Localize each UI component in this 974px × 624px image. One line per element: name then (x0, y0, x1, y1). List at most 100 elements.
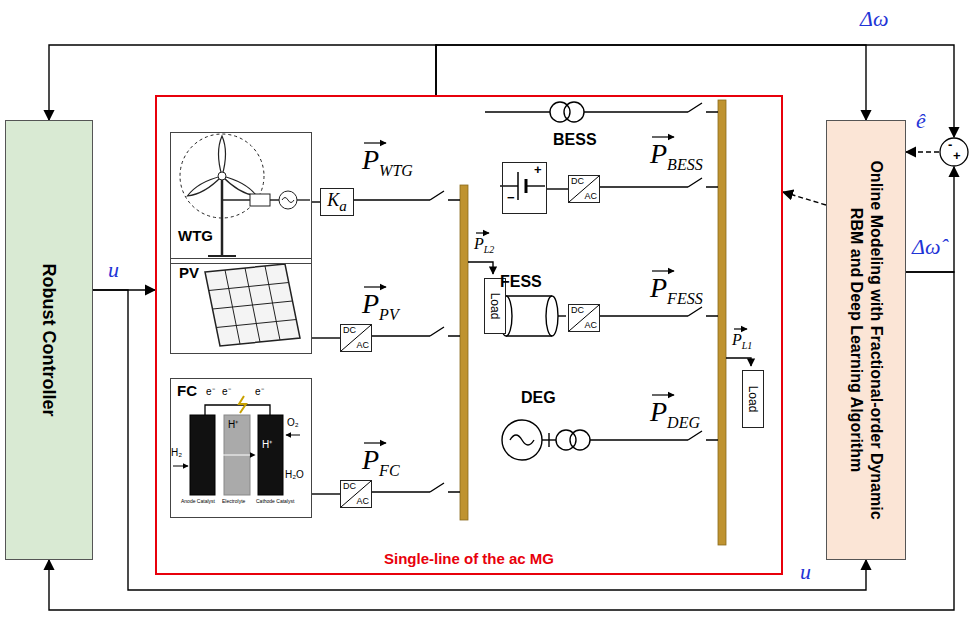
drawing-part (190, 415, 215, 495)
drawing-part (205, 264, 300, 346)
rotated-text-holder: Online Modeling with Fractional-order Dy… (846, 148, 886, 533)
fuel-cell-label: e⁻ (206, 387, 215, 397)
drawing-part (239, 396, 246, 413)
converter-diagonal (569, 176, 599, 202)
drawing-part (208, 255, 236, 257)
node-label: Load (746, 373, 760, 425)
node-label: Robust Controller (38, 140, 61, 540)
node-label: AC (356, 341, 369, 350)
node-label: DC (343, 326, 356, 335)
signal-connector (312, 201, 320, 202)
node-label: + (953, 149, 961, 163)
drawing-part (510, 435, 534, 445)
drawing-part (526, 185, 545, 186)
power-flow-label: PWTG (362, 146, 413, 179)
node-label: AC (356, 497, 369, 506)
signal-connector (906, 167, 954, 272)
drawing-part (502, 420, 542, 460)
signal-connector (783, 192, 826, 205)
drawing-part (558, 315, 566, 316)
drawing-part (216, 320, 296, 328)
breaker-wire (352, 191, 460, 200)
rotated-text-holder: Robust Controller (38, 140, 61, 540)
signal-connector (436, 45, 866, 120)
wind-turbine-box: WTG (170, 132, 312, 264)
breaker-wire (598, 178, 718, 187)
drawing-part (570, 430, 590, 450)
gain-box: Ka (320, 188, 354, 216)
breaker-wire (598, 307, 718, 316)
node-label: DC (571, 177, 584, 186)
drawing-part (218, 455, 255, 456)
drawing-part (173, 466, 188, 467)
power-flow-label: PL2 (474, 236, 494, 255)
converter-diagonal (341, 325, 371, 351)
fuel-cell-label: H⁺ (262, 440, 272, 450)
breaker-wires (352, 103, 718, 492)
drawing-part (548, 433, 549, 447)
drawing-part (213, 301, 293, 309)
signal-connector (312, 493, 340, 494)
converter-diagonal (569, 305, 599, 331)
power-flow-label: PPV (362, 290, 399, 323)
node-label: AC (584, 192, 597, 201)
unit-name: BESS (553, 132, 597, 148)
signal-connector (49, 45, 436, 120)
node-label: FC (177, 383, 197, 400)
fuel-cell-label: Electrolyte (222, 499, 245, 504)
node-label: + (534, 163, 542, 177)
drawing-part (506, 296, 552, 336)
fuel-cell-label: H₂O (285, 470, 304, 480)
drawing-part (205, 405, 270, 415)
flow-arrow (652, 270, 674, 271)
pv-panel-drawing (205, 264, 300, 346)
drawing-part (279, 191, 297, 209)
fuel-cell-drawing (173, 396, 300, 495)
node-label: WTG (178, 228, 213, 245)
drawing-part (270, 199, 279, 201)
breaker-wire (370, 483, 460, 492)
drawing-part (265, 266, 280, 340)
power-flow-label: PFESS (650, 274, 703, 307)
signal-name: ê (916, 110, 926, 132)
converter-diagonal (341, 481, 371, 507)
breaker-wire (590, 431, 718, 440)
rotated-text-holder: Load (488, 281, 502, 331)
signal-name: u (800, 561, 811, 583)
converter-box: DCAC (340, 324, 372, 352)
flow-arrow (476, 232, 489, 233)
fuel-cell-box: FC (170, 378, 312, 518)
fuel-cell-label: H⁺ (228, 420, 238, 430)
converter-box: DCAC (340, 480, 372, 508)
fuel-cell-label: O₂ (287, 418, 299, 428)
power-flow-label: PL1 (732, 332, 752, 351)
node-label: PV (179, 265, 199, 282)
breaker-wire (584, 103, 718, 112)
node-label: Online Modeling with Fractional-order Dy… (846, 148, 886, 533)
drawing-part (485, 111, 550, 112)
signal-name: Δω (860, 8, 888, 30)
flow-arrow (364, 442, 386, 443)
node-label: Ka (327, 190, 347, 215)
fuel-cell-label: Cathode Catalyst (256, 499, 294, 504)
signal-connector (312, 337, 340, 338)
converter-box: DCAC (568, 304, 600, 332)
unit-name: DEG (521, 390, 556, 406)
battery-box: +− (502, 162, 547, 214)
load-box: Load (742, 370, 764, 428)
flow-arrow (734, 328, 747, 329)
drawing-part (218, 172, 226, 180)
ac-bus (460, 185, 468, 520)
fuel-cell-label: Anode Catalyst (181, 499, 215, 504)
drawing-part (546, 296, 558, 336)
drawing-part (258, 415, 283, 495)
breaker-wire (370, 327, 460, 336)
controller-box: Robust Controller (5, 120, 93, 560)
signal-connector (49, 272, 954, 610)
node-label: AC (584, 321, 597, 330)
converter-box: DCAC (568, 175, 600, 203)
node-label: - (948, 138, 952, 152)
signal-connector (906, 151, 939, 152)
power-flow-label: PFC (362, 446, 400, 479)
pv-box: PV (170, 258, 312, 354)
